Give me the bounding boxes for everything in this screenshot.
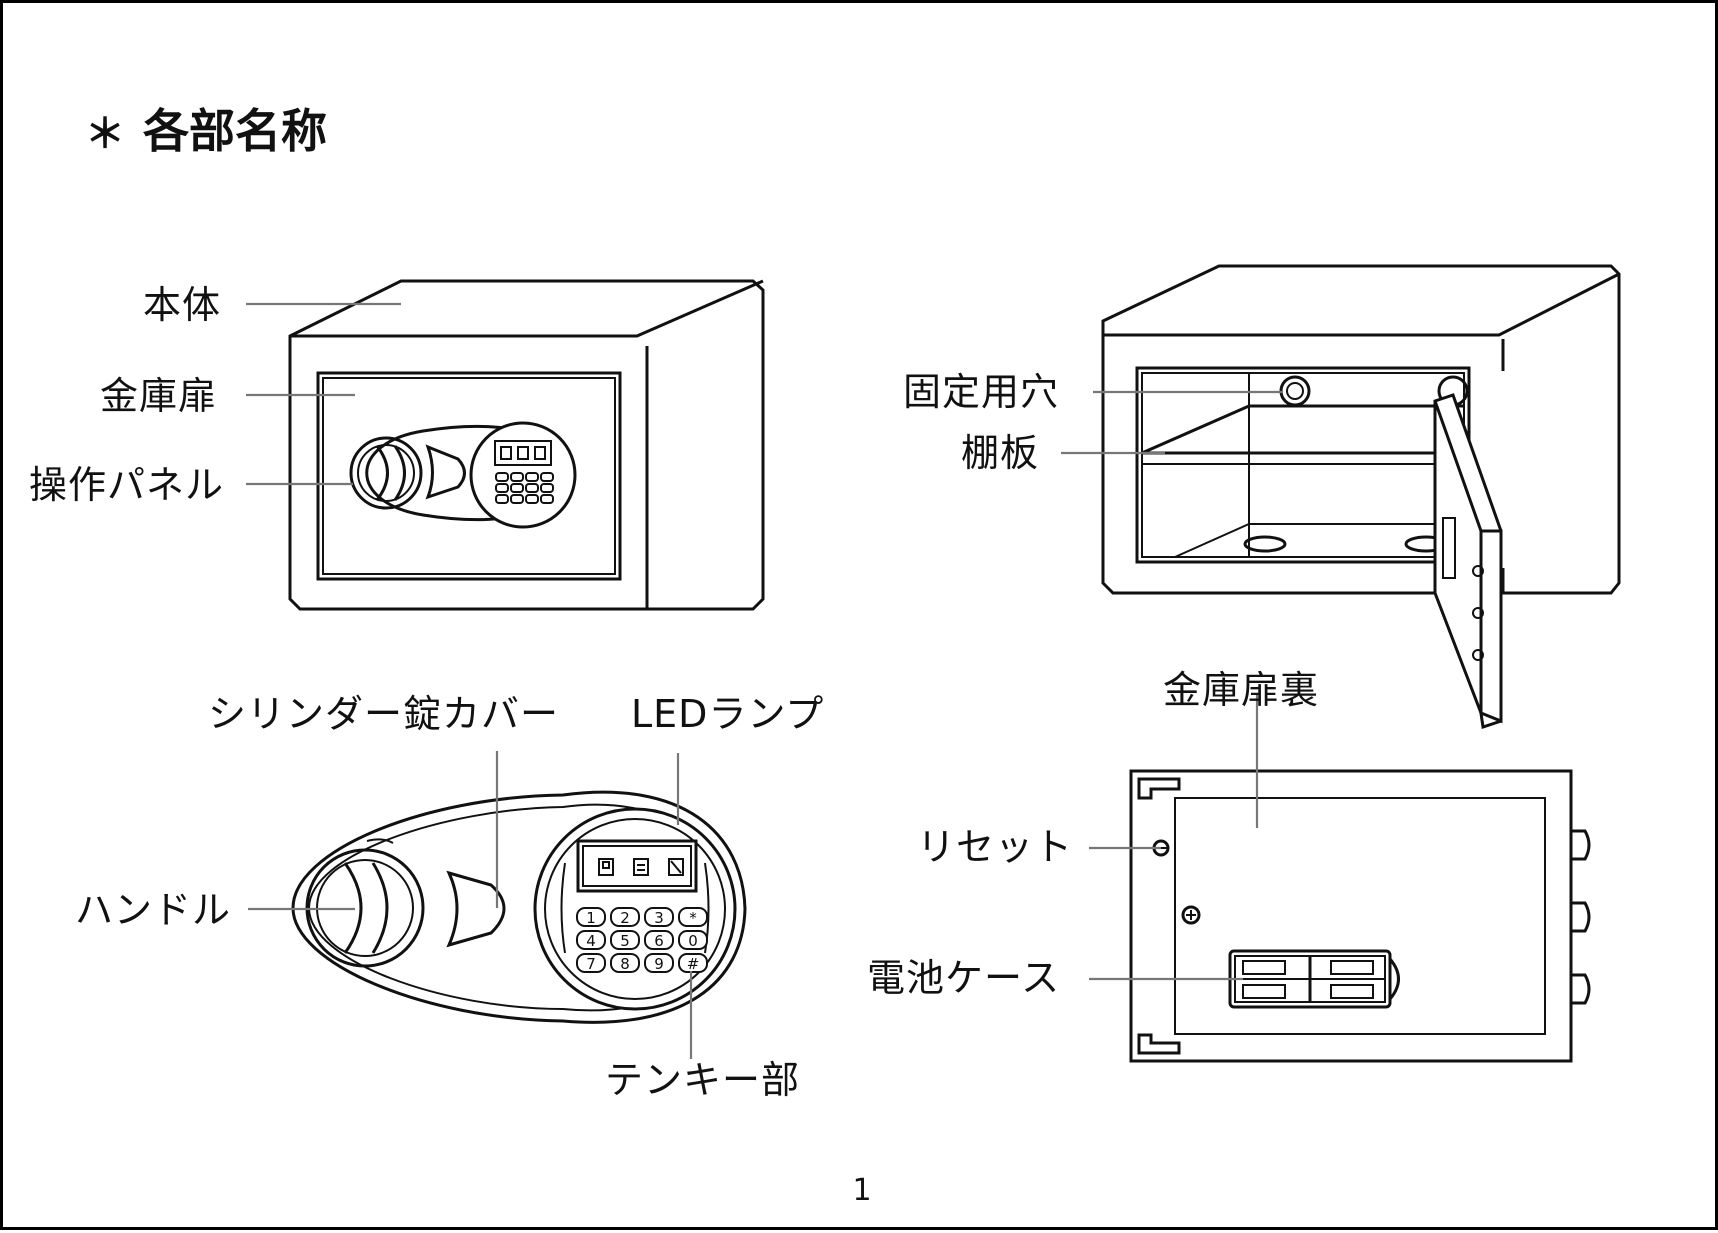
keypad-key-label: 1 <box>586 909 596 927</box>
page-title: ＊各部名称 <box>85 108 327 154</box>
asterisk-icon: ＊ <box>85 111 125 157</box>
safe-front-illustration <box>288 279 765 611</box>
label-shelf: 棚板 <box>961 431 1040 475</box>
keypad-key-label: 3 <box>654 909 664 927</box>
keypad-key <box>610 953 640 973</box>
safe-open-illustration <box>1101 264 1621 729</box>
keypad-key <box>644 907 674 927</box>
keypad-key <box>576 907 606 927</box>
label-reset: リセット <box>917 825 1074 869</box>
label-mount-hole: 固定用穴 <box>903 370 1060 414</box>
keypad-key <box>610 907 640 927</box>
label-battery-case: 電池ケース <box>867 956 1061 1000</box>
label-handle: ハンドル <box>75 888 232 932</box>
battery-case-icon <box>1228 949 1400 1009</box>
label-control-panel: 操作パネル <box>29 463 225 507</box>
page-title-text: 各部名称 <box>143 104 327 158</box>
keypad-key-label: 7 <box>586 955 596 973</box>
label-door-back: 金庫扉裏 <box>1163 668 1320 712</box>
keypad-key-label: 5 <box>620 932 630 950</box>
page-number: 1 <box>852 1173 872 1208</box>
keypad-key <box>678 930 708 950</box>
keypad-key-label: 0 <box>688 932 698 950</box>
keypad-key <box>644 953 674 973</box>
keypad-key-label: 9 <box>654 955 664 973</box>
keypad-key-label: 6 <box>654 932 664 950</box>
keypad-key-label: 8 <box>620 955 630 973</box>
keypad-key-label: 2 <box>620 909 630 927</box>
led-lamp-icon <box>598 858 684 876</box>
keypad-key <box>576 930 606 950</box>
keypad-key <box>678 953 708 973</box>
label-body: 本体 <box>143 283 222 327</box>
keypad-key-label: # <box>687 955 700 973</box>
keypad-keys: 1 2 3 * 4 5 6 0 7 8 9 # <box>576 907 708 973</box>
parts-diagram: 1 2 3 * 4 5 6 0 7 8 9 # <box>246 264 1621 1063</box>
keypad-key <box>678 907 708 927</box>
label-led-lamp: LEDランプ <box>631 692 825 736</box>
label-cylinder-cover: シリンダー錠カバー <box>208 692 560 736</box>
keypad-key <box>576 953 606 973</box>
door-back-illustration <box>1129 769 1591 1063</box>
keypad-key-label: 4 <box>586 932 596 950</box>
keypad-key <box>610 930 640 950</box>
keypad-key-label: * <box>689 909 697 927</box>
label-keypad: テンキー部 <box>605 1058 801 1102</box>
small-keypad-icon <box>495 472 554 504</box>
control-panel-closeup-illustration: 1 2 3 * 4 5 6 0 7 8 9 # <box>291 790 747 1024</box>
label-door: 金庫扉 <box>100 374 218 418</box>
keypad-key <box>644 930 674 950</box>
